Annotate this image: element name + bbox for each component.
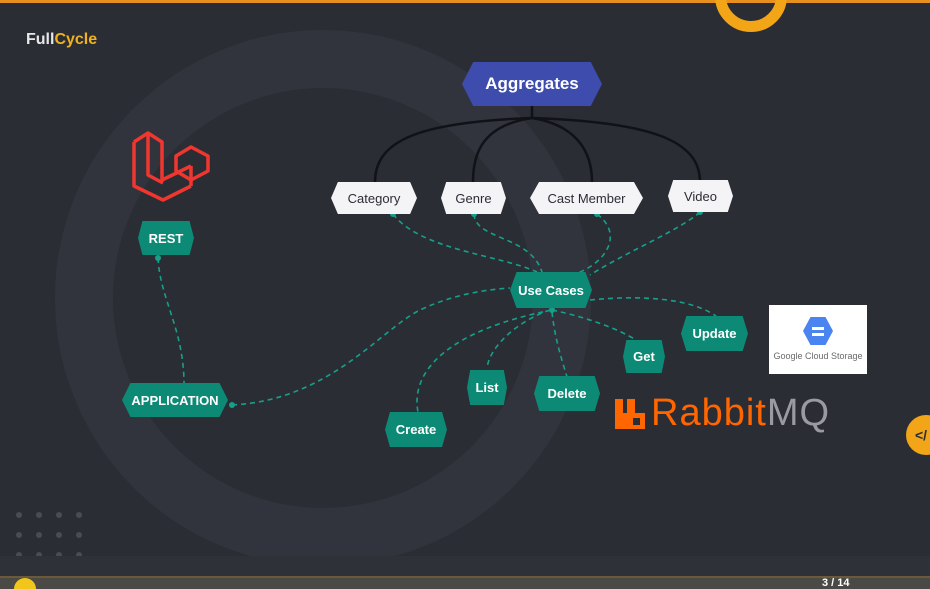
delete-node: Delete [534,376,600,411]
code-toggle-label: </ [915,427,928,443]
use-cases-node: Use Cases [510,272,592,308]
rest-node: REST [138,221,194,255]
rabbitmq-text-mq: MQ [766,392,831,434]
rabbitmq-text-rabbit: Rabbit [651,392,767,434]
player-control-bar [0,556,930,576]
rabbitmq-icon [615,398,645,429]
video-node: Video [668,180,733,212]
application-node: APPLICATION [122,383,228,417]
cast-member-node: Cast Member [530,182,643,214]
audio-icon[interactable] [14,578,36,589]
fullcycle-logo: FullCycle [26,31,97,49]
category-node: Category [331,182,417,214]
player-progress-bar[interactable] [0,576,930,589]
logo-text-cycle: Cycle [54,31,98,48]
top-frame-border [0,0,930,3]
list-node: List [467,370,507,405]
aggregates-node: Aggregates [462,62,602,106]
update-node: Update [681,316,748,351]
get-node: Get [623,340,665,373]
gcs-label: Google Cloud Storage [773,351,863,361]
create-node: Create [385,412,447,447]
genre-node: Genre [441,182,506,214]
laravel-icon [132,131,210,202]
page-counter: 3 / 14 [822,577,850,589]
logo-text-full: Full [26,31,55,48]
google-cloud-storage-logo: Google Cloud Storage [769,305,867,374]
gcs-icon [803,317,833,345]
